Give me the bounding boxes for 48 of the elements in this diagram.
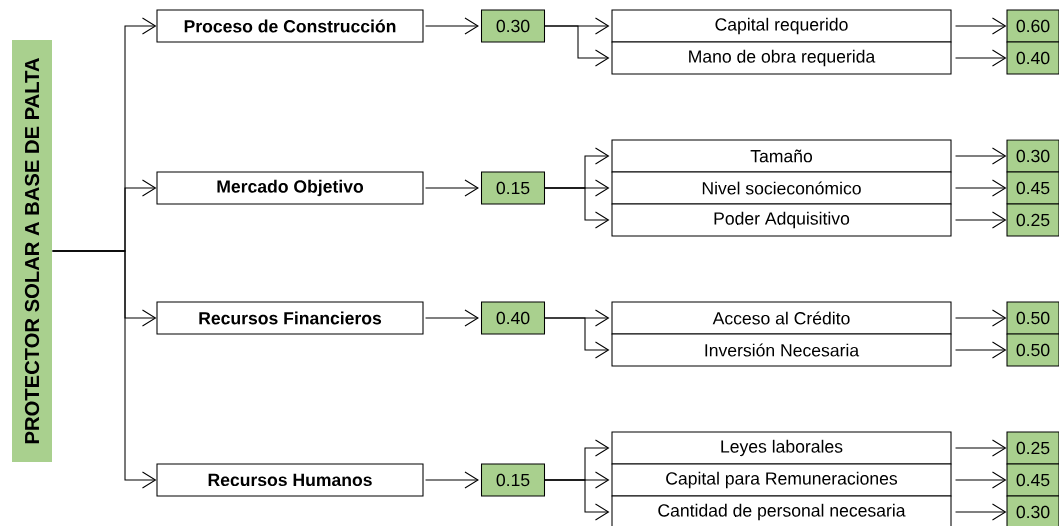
arrow — [955, 439, 1007, 457]
arrow — [955, 309, 1007, 327]
weight-box: 0.50 — [1006, 301, 1059, 335]
weight-box: 0.25 — [1006, 431, 1059, 465]
arrow — [955, 211, 1007, 229]
weight-box: 0.40 — [1006, 41, 1059, 75]
arrow — [955, 503, 1007, 521]
criterion-box: Cantidad de personal necesaria — [611, 495, 952, 526]
criterion-box: Acceso al Crédito — [611, 301, 952, 335]
arrow — [425, 309, 479, 327]
arrow — [955, 179, 1007, 197]
weight-box: 0.60 — [1006, 9, 1059, 43]
weight-box: 0.45 — [1006, 463, 1059, 497]
weight-box: 0.45 — [1006, 171, 1059, 205]
arrow — [955, 147, 1007, 165]
arrow — [955, 17, 1007, 35]
weight-box: 0.15 — [481, 171, 546, 205]
title-band: PROTECTOR SOLAR A BASE DE PALTA — [12, 40, 52, 462]
weight-box: 0.40 — [481, 301, 546, 335]
weight-box: 0.30 — [481, 9, 546, 43]
criterion-box: Capital para Remuneraciones — [611, 463, 952, 497]
criterion-box: Tamaño — [611, 139, 952, 173]
arrow — [425, 17, 479, 35]
criterion-box: Nivel socieconómico — [611, 171, 952, 205]
category-box: Proceso de Construcción — [156, 9, 424, 43]
arrow — [955, 471, 1007, 489]
arrow — [544, 25, 610, 67]
arrow — [425, 471, 479, 489]
arrow — [544, 187, 610, 229]
weight-box: 0.25 — [1006, 203, 1059, 237]
category-box: Mercado Objetivo — [156, 171, 424, 205]
weight-box: 0.15 — [481, 463, 546, 497]
criterion-box: Mano de obra requerida — [611, 41, 952, 75]
weight-box: 0.30 — [1006, 495, 1059, 526]
arrow — [544, 317, 610, 359]
criterion-box: Capital requerido — [611, 9, 952, 43]
arrow — [52, 250, 157, 489]
category-box: Recursos Financieros — [156, 301, 424, 335]
weight-box: 0.50 — [1006, 333, 1059, 367]
arrow — [955, 49, 1007, 67]
criterion-box: Poder Adquisitivo — [611, 203, 952, 237]
weight-box: 0.30 — [1006, 139, 1059, 173]
arrow — [425, 179, 479, 197]
criterion-box: Inversión Necesaria — [611, 333, 952, 367]
arrow — [955, 341, 1007, 359]
category-box: Recursos Humanos — [156, 463, 424, 497]
arrow — [544, 479, 610, 521]
criterion-box: Leyes laborales — [611, 431, 952, 465]
